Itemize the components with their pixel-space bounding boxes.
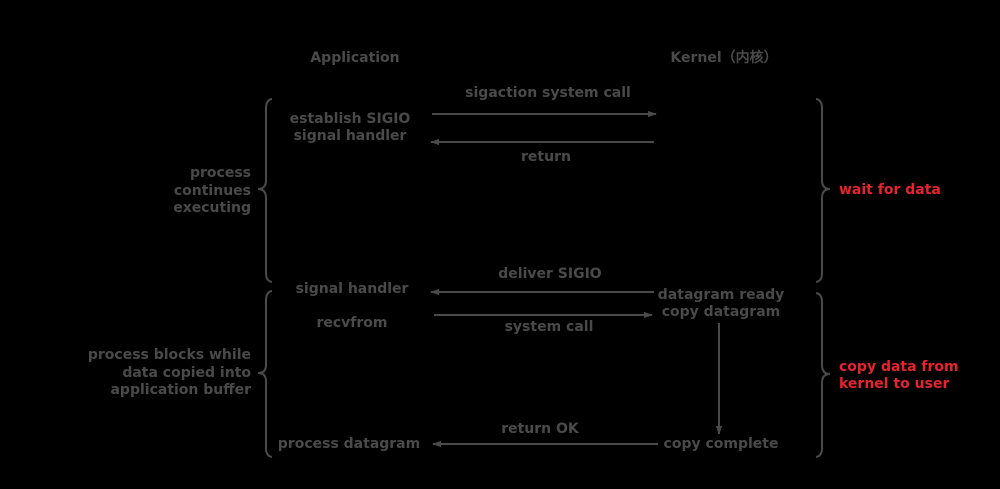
process-blocks-line1: process blocks while (87, 347, 251, 363)
copy-complete-label: copy complete (663, 436, 779, 452)
signal-handler-label: signal handler (295, 281, 409, 297)
sigaction-call-label: sigaction system call (465, 85, 631, 101)
establish-handler-line2: signal handler (293, 128, 407, 144)
deliver-sigio-label: deliver SIGIO (498, 266, 602, 282)
system-call-label: system call (504, 319, 594, 335)
establish-handler-line1: establish SIGIO (289, 111, 411, 127)
copy-data-line2: kernel to user (839, 376, 950, 392)
process-continues-line3: executing (173, 200, 251, 216)
copy-datagram-label: copy datagram (661, 304, 781, 320)
recvfrom-label: recvfrom (316, 315, 388, 331)
process-continues-line1: process (189, 165, 251, 181)
process-datagram-label: process datagram (277, 436, 421, 452)
process-blocks-line3: application buffer (110, 382, 251, 398)
right-brace-phase2 (815, 292, 831, 458)
datagram-ready-label: datagram ready (657, 287, 785, 303)
left-brace-phase1 (257, 98, 273, 283)
copy-data-line1: copy data from (839, 359, 959, 375)
return-label: return (521, 149, 571, 165)
process-continues-line2: continues (173, 183, 251, 199)
process-blocks-line2: data copied into (122, 365, 251, 381)
left-brace-phase2 (257, 290, 273, 458)
return-ok-label: return OK (501, 421, 579, 437)
application-column-header: Application (310, 50, 400, 66)
kernel-column-header: Kernel（内核） (670, 50, 778, 66)
wait-for-data-label: wait for data (839, 182, 941, 198)
right-brace-phase1 (815, 98, 831, 283)
